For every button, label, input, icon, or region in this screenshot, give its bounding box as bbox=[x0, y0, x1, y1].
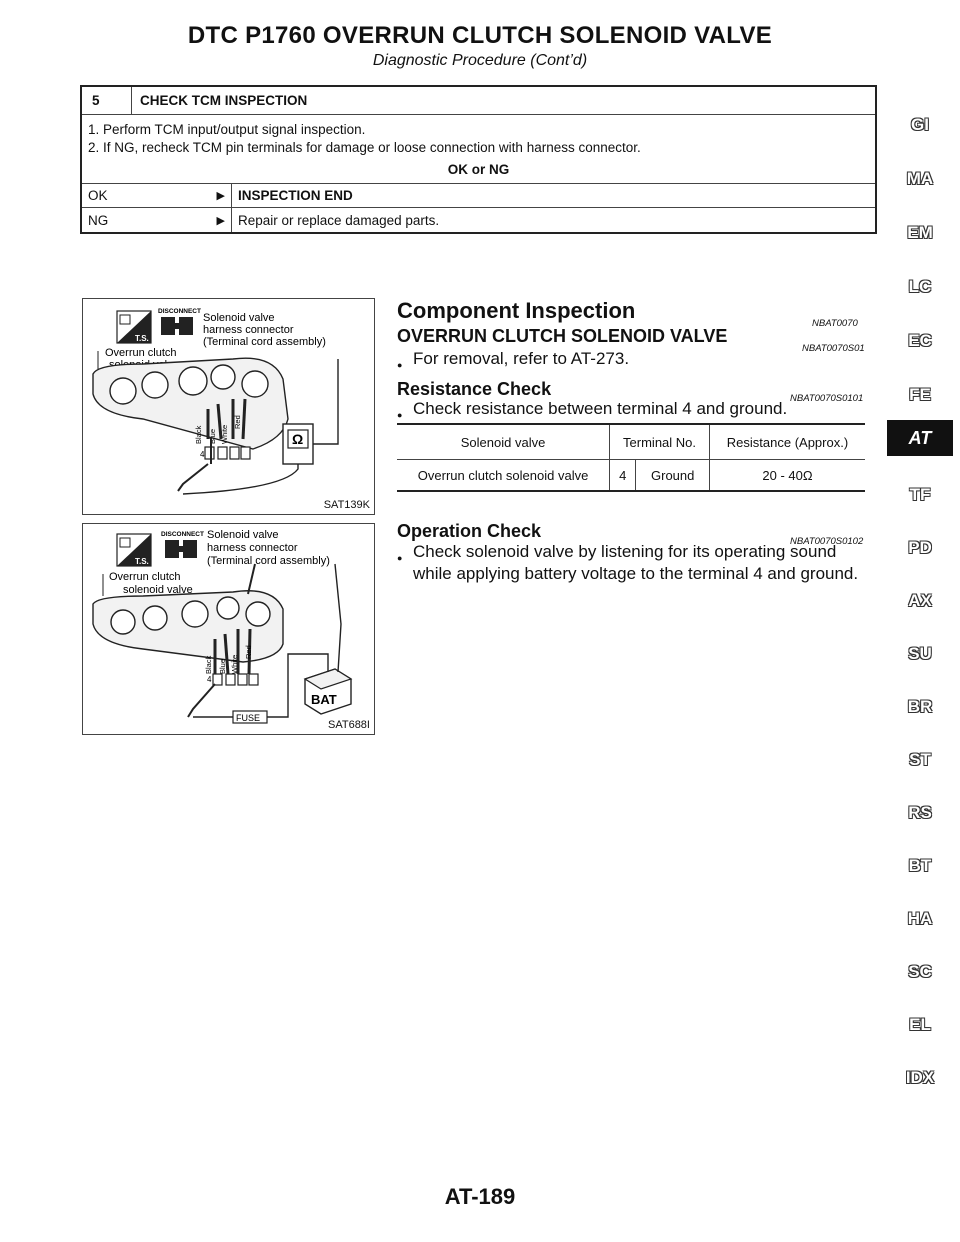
table-header-cell: Resistance (Approx.) bbox=[708, 423, 865, 460]
connector-label-2: harness connector bbox=[207, 542, 298, 554]
table-header-cell: Solenoid valve bbox=[397, 423, 611, 460]
result-ng-label: NG bbox=[88, 212, 109, 228]
table-header-cell: Terminal No. bbox=[609, 423, 710, 460]
side-tab-st[interactable]: ST bbox=[909, 750, 931, 769]
disconnect-icon: DISCONNECT bbox=[161, 531, 204, 558]
svg-text:DISCONNECT: DISCONNECT bbox=[158, 308, 201, 315]
removal-bullet: For removal, refer to AT-273. bbox=[397, 348, 867, 376]
result-ok-text: INSPECTION END bbox=[238, 188, 353, 203]
side-tab-su[interactable]: SU bbox=[908, 644, 932, 663]
resistance-table: Solenoid valve Terminal No. Resistance (… bbox=[397, 423, 865, 492]
table-header-row: Solenoid valve Terminal No. Resistance (… bbox=[397, 423, 865, 460]
operation-bullet: Check solenoid valve by listening for it… bbox=[397, 541, 867, 585]
valve-label-1: Overrun clutch bbox=[105, 347, 177, 359]
svg-text:T.S.: T.S. bbox=[135, 557, 149, 566]
side-tab-ec[interactable]: EC bbox=[908, 331, 932, 350]
side-tab-em[interactable]: EM bbox=[907, 223, 933, 242]
svg-text:White: White bbox=[220, 425, 229, 444]
svg-text:White: White bbox=[230, 655, 239, 674]
fuse-icon: FUSE bbox=[232, 710, 268, 724]
ok-or-ng-question: OK or NG bbox=[447, 162, 510, 177]
side-tab-rs[interactable]: RS bbox=[908, 803, 932, 822]
connector-label-1: Solenoid valve bbox=[207, 529, 279, 541]
svg-text:Red: Red bbox=[233, 415, 242, 429]
step-title: CHECK TCM INSPECTION bbox=[140, 93, 308, 108]
terminal-number: 4 bbox=[200, 450, 205, 459]
figure-code: SAT139K bbox=[323, 499, 370, 511]
ts-icon: T.S. bbox=[116, 310, 152, 344]
svg-text:Black: Black bbox=[194, 425, 203, 444]
side-tab-tf[interactable]: TF bbox=[909, 485, 931, 504]
component-inspection-heading: Component Inspection bbox=[397, 298, 636, 323]
table-cell: 4 bbox=[609, 459, 637, 492]
figure-resistance-check: T.S. DISCONNECT Solenoid valve harness c… bbox=[82, 298, 375, 515]
side-tab-br[interactable]: BR bbox=[907, 697, 933, 716]
svg-text:Black: Black bbox=[204, 655, 213, 674]
side-tab-idx[interactable]: IDX bbox=[905, 1068, 935, 1087]
arrow-right-icon: ▶ bbox=[216, 190, 225, 202]
arrow-right-icon: ▶ bbox=[216, 214, 225, 227]
side-tab-fe[interactable]: FE bbox=[909, 385, 931, 404]
valve-label-2: solenoid valve bbox=[123, 584, 193, 596]
svg-text:Red: Red bbox=[244, 645, 253, 659]
disconnect-icon: DISCONNECT bbox=[158, 308, 201, 335]
page-header-subtitle: Diagnostic Procedure (Cont’d) bbox=[372, 52, 588, 69]
resistance-check-heading: Resistance Check bbox=[397, 379, 552, 399]
step-header-row: 5 CHECK TCM INSPECTION bbox=[82, 87, 875, 115]
side-tab-ma[interactable]: MA bbox=[906, 169, 934, 188]
side-tab-pd[interactable]: PD bbox=[908, 538, 932, 557]
side-tab-at-active[interactable]: AT bbox=[887, 420, 953, 456]
side-tab-gi[interactable]: GI bbox=[911, 115, 929, 134]
step-5-table: 5 CHECK TCM INSPECTION 1. Perform TCM in… bbox=[80, 85, 877, 234]
connector-label-2: harness connector bbox=[203, 324, 294, 336]
overrun-valve-heading: OVERRUN CLUTCH SOLENOID VALVE bbox=[397, 326, 728, 346]
connector-label-3: (Terminal cord assembly) bbox=[207, 555, 330, 567]
side-tab-lc[interactable]: LC bbox=[908, 277, 932, 296]
operation-check-diagram: T.S. DISCONNECT Solenoid valve harness c… bbox=[92, 529, 353, 724]
page-header-title: DTC P1760 OVERRUN CLUTCH SOLENOID VALVE bbox=[187, 22, 773, 49]
ohm-icon: Ω bbox=[292, 431, 303, 447]
figure-operation-check: T.S. DISCONNECT Solenoid valve harness c… bbox=[82, 523, 375, 735]
svg-text:Blue: Blue bbox=[218, 659, 227, 674]
result-ok-label: OK bbox=[88, 188, 108, 203]
wire-color-labels: Black Blue White Red bbox=[194, 415, 242, 444]
step-line-2: 2. If NG, recheck TCM pin terminals for … bbox=[88, 140, 641, 155]
connector-label-1: Solenoid valve bbox=[203, 312, 275, 324]
side-tab-ha[interactable]: HA bbox=[907, 909, 933, 928]
table-cell: Overrun clutch solenoid valve bbox=[397, 459, 611, 492]
valve-label-1: Overrun clutch bbox=[109, 571, 181, 583]
page-number: AT-189 bbox=[444, 1184, 516, 1209]
side-tab-bt[interactable]: BT bbox=[908, 856, 932, 875]
battery-icon: BAT bbox=[303, 668, 353, 715]
resistance-check-diagram: T.S. DISCONNECT Solenoid valve harness c… bbox=[92, 308, 339, 495]
side-tab-sc[interactable]: SC bbox=[908, 962, 932, 981]
component-inspection-code: NBAT0070 bbox=[812, 318, 858, 329]
step-number: 5 bbox=[82, 87, 132, 114]
operation-check-heading: Operation Check bbox=[397, 521, 542, 541]
svg-text:BAT: BAT bbox=[311, 692, 337, 707]
resistance-bullet: Check resistance between terminal 4 and … bbox=[397, 398, 867, 426]
connector-label-3: (Terminal cord assembly) bbox=[203, 336, 326, 348]
table-cell: Ground bbox=[635, 459, 710, 492]
side-tab-ax[interactable]: AX bbox=[908, 591, 932, 610]
svg-text:FUSE: FUSE bbox=[236, 713, 260, 723]
terminal-number: 4 bbox=[207, 675, 212, 684]
svg-text:Blue: Blue bbox=[208, 429, 217, 444]
step-body: 1. Perform TCM input/output signal inspe… bbox=[82, 115, 875, 184]
figure-code: SAT688I bbox=[328, 719, 370, 731]
side-tab-el[interactable]: EL bbox=[909, 1015, 931, 1034]
result-row-ok: OK ▶ INSPECTION END bbox=[82, 184, 875, 208]
table-cell: 20 - 40Ω bbox=[708, 459, 865, 492]
result-ng-text: Repair or replace damaged parts. bbox=[238, 212, 440, 228]
table-row: Overrun clutch solenoid valve 4 Ground 2… bbox=[397, 459, 865, 492]
ts-icon: T.S. bbox=[116, 533, 152, 567]
step-line-1: 1. Perform TCM input/output signal inspe… bbox=[88, 122, 366, 137]
wire-color-labels: Black Blue White Red bbox=[204, 645, 253, 674]
result-row-ng: NG ▶ Repair or replace damaged parts. bbox=[82, 208, 875, 232]
svg-text:DISCONNECT: DISCONNECT bbox=[161, 531, 204, 538]
svg-text:T.S.: T.S. bbox=[135, 334, 149, 343]
